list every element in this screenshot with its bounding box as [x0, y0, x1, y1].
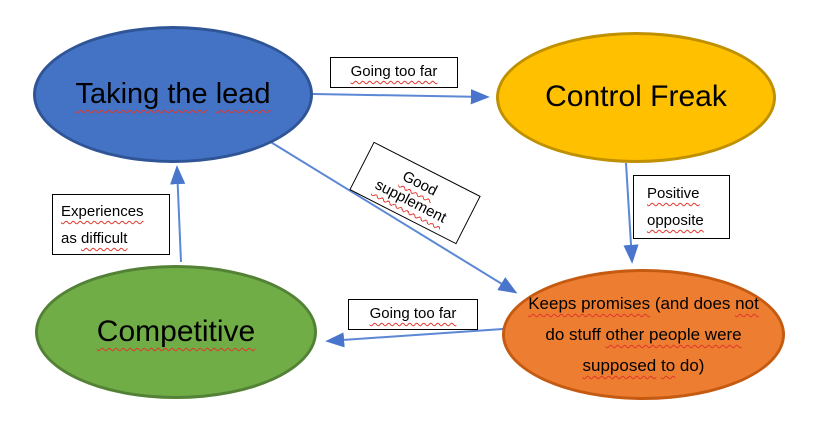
edge-label-experiences-line1: Experiences [61, 203, 144, 220]
node-control-freak-label: Control Freak [545, 80, 727, 114]
node-taking-the-lead[interactable]: Taking the lead [33, 26, 313, 163]
node-control-freak[interactable]: Control Freak [496, 32, 776, 163]
node-competitive[interactable]: Competitive [35, 265, 317, 399]
node-keeps-promises-line3: supposed to do) [582, 356, 705, 375]
node-keeps-promises-line1: Keeps promises (and does not [528, 294, 759, 313]
node-competitive-label: Competitive [96, 314, 256, 348]
edge-label-going-too-far-bottom-text: Going too far [369, 305, 457, 322]
node-taking-the-lead-label: Taking the lead [75, 77, 271, 110]
connector-keeps-to-competitive[interactable] [325, 328, 504, 348]
connector-taking-to-keeps[interactable] [268, 140, 518, 294]
connector-control-to-keeps[interactable] [623, 162, 639, 264]
edge-label-going-too-far-top-text: Going too far [350, 63, 438, 80]
connector-taking-to-control[interactable] [312, 89, 490, 105]
edge-label-positive-line1: Positive [647, 185, 700, 202]
edge-label-positive-line2: opposite [647, 212, 704, 229]
edge-label-going-too-far-bottom[interactable]: Going too far [348, 299, 478, 330]
node-keeps-promises-line2: do stuff other people were [545, 325, 742, 344]
edge-label-positive-opposite[interactable]: Positive opposite [633, 175, 730, 239]
node-keeps-promises[interactable]: Keeps promises (and does not do stuff ot… [502, 269, 785, 400]
edge-label-experiences-line2: as difficult [61, 230, 128, 247]
connector-competitive-to-taking[interactable] [170, 165, 186, 263]
edge-label-going-too-far-top[interactable]: Going too far [330, 57, 458, 88]
edge-label-experiences-as-difficult[interactable]: Experiences as difficult [52, 194, 170, 255]
